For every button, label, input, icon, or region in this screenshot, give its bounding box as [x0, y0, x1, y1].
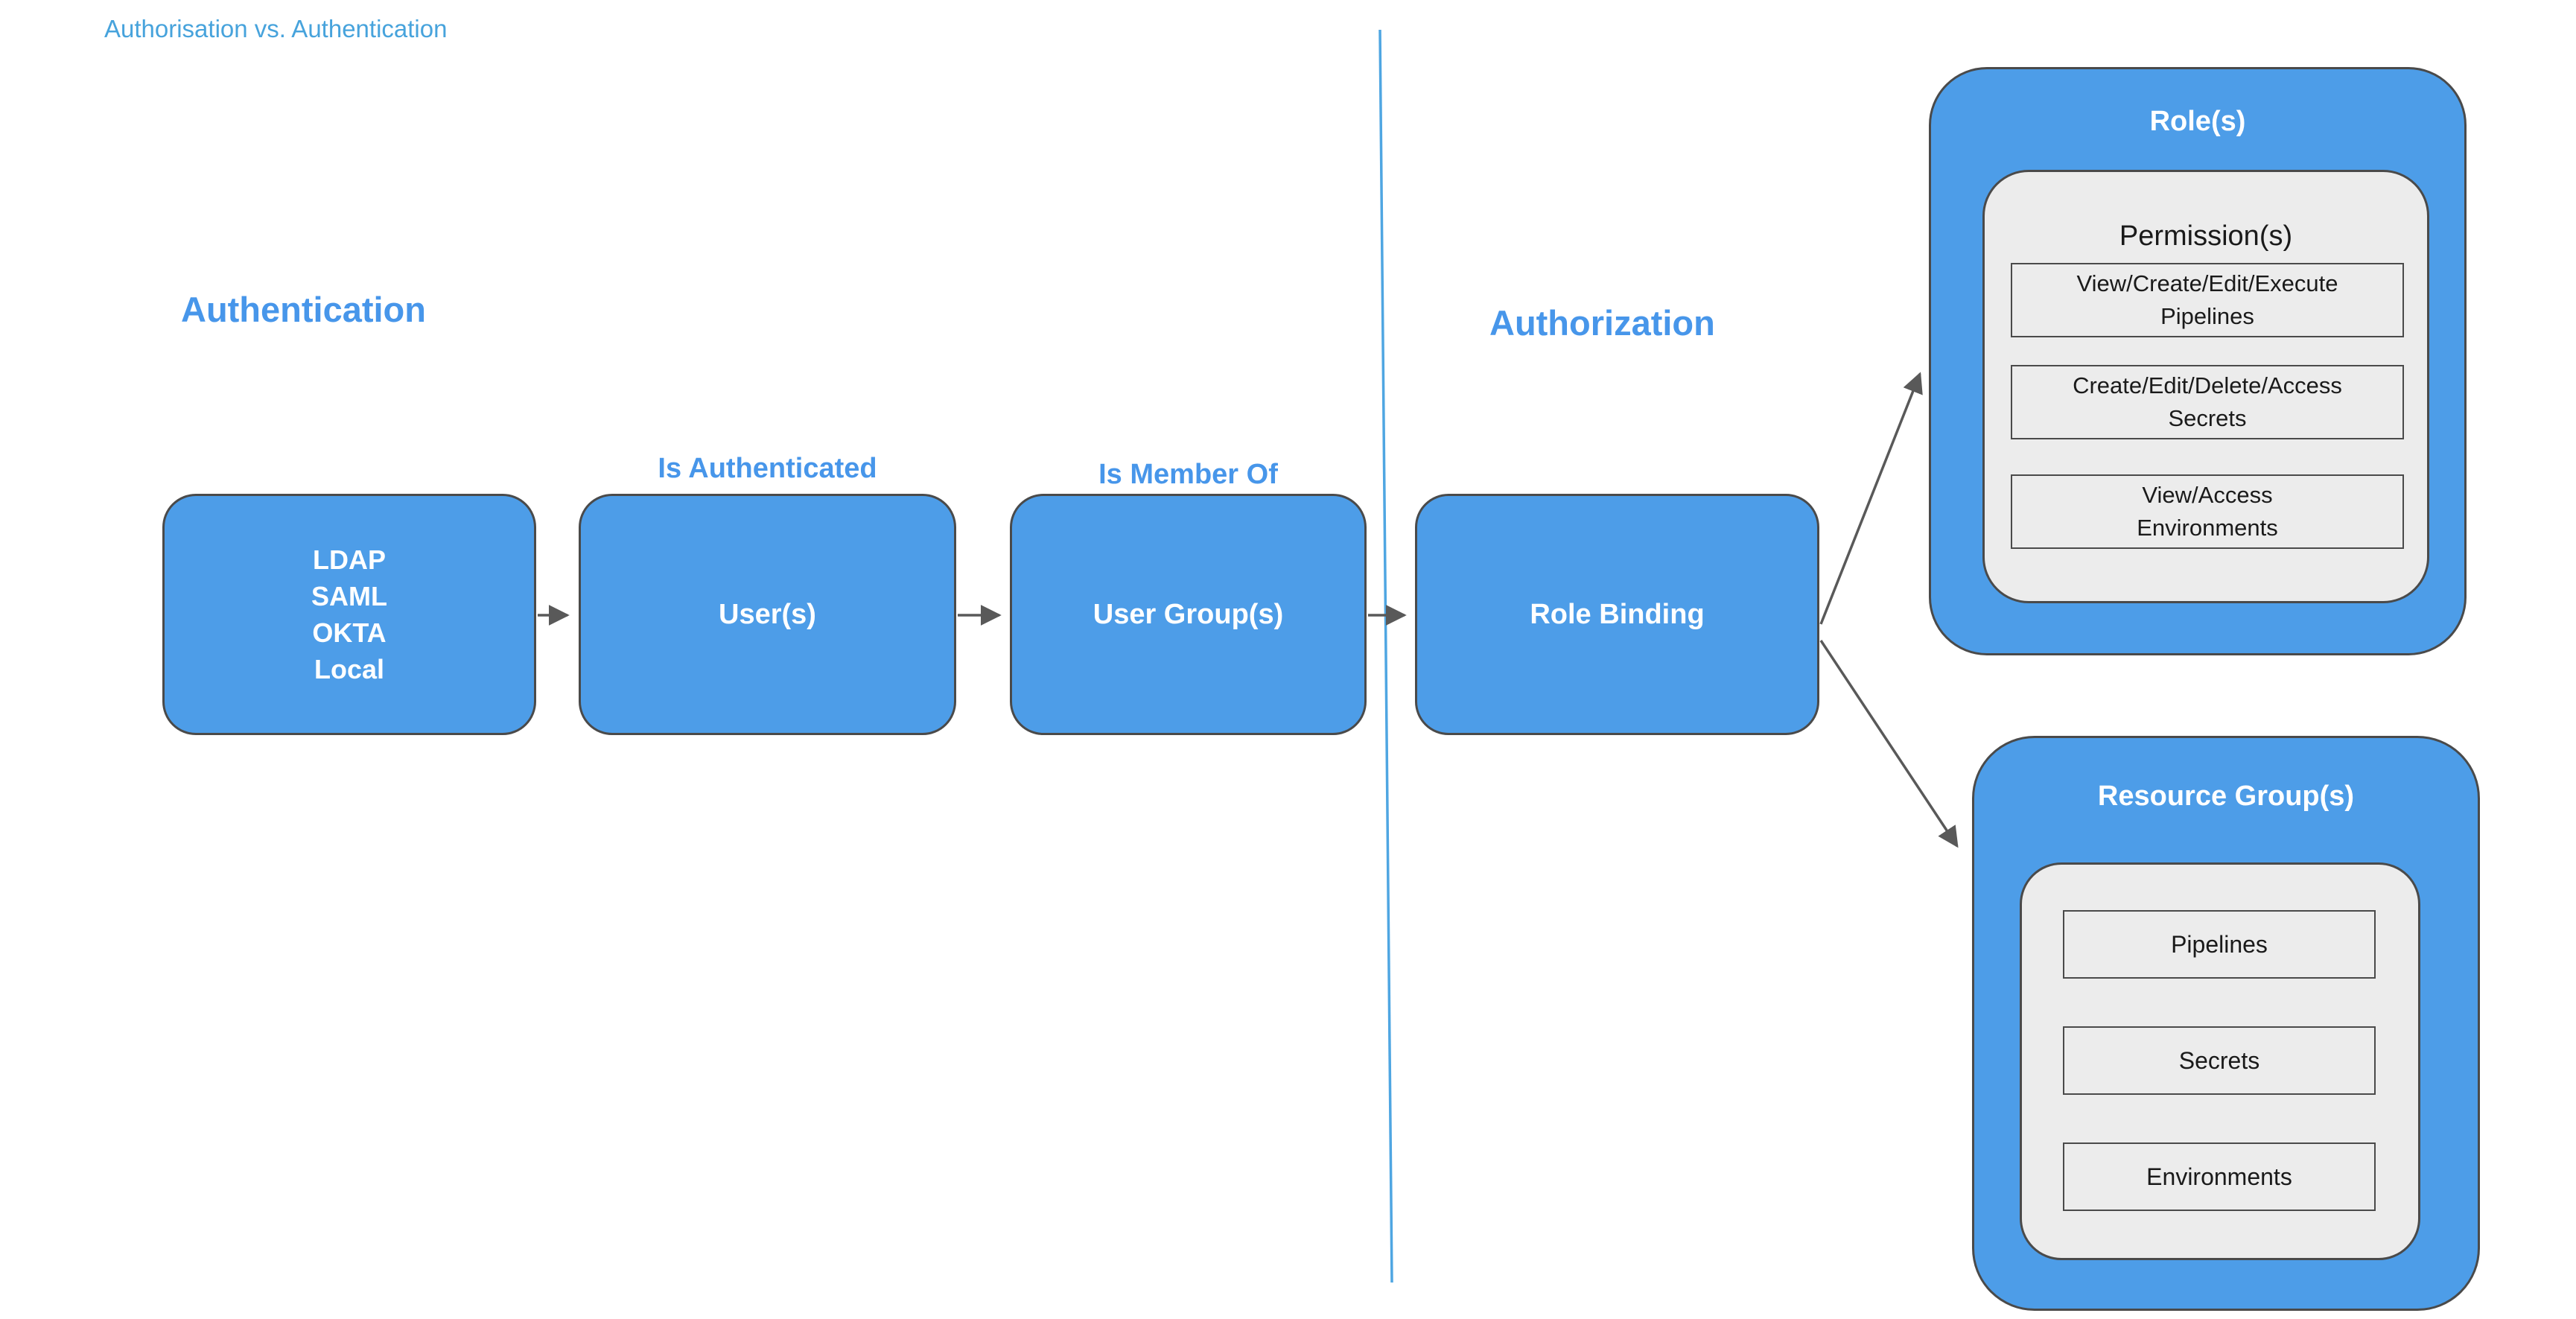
- permission-environments-line1: View/Access: [2142, 482, 2273, 508]
- permission-secrets-line1: Create/Edit/Delete/Access: [2073, 372, 2342, 398]
- resource-box-pipelines: Pipelines: [2063, 910, 2376, 979]
- node-role-binding-label: Role Binding: [1530, 598, 1705, 630]
- node-role-binding: Role Binding: [1415, 494, 1819, 735]
- permission-secrets-line2: Secrets: [2168, 405, 2247, 431]
- roles-container-title: Role(s): [2149, 106, 2246, 137]
- resource-box-environments: Environments: [2063, 1142, 2376, 1211]
- permissions-title: Permission(s): [2119, 220, 2293, 252]
- resource-environments-label: Environments: [2146, 1163, 2292, 1190]
- authorization-section-heading: Authorization: [1489, 303, 1715, 343]
- page-title: Authorisation vs. Authentication: [104, 15, 448, 42]
- identity-provider-ldap: LDAP: [313, 544, 386, 575]
- node-users-label: User(s): [719, 598, 816, 630]
- identity-provider-local: Local: [314, 654, 385, 684]
- node-user-groups-label: User Group(s): [1093, 598, 1284, 630]
- permission-pipelines-line2: Pipelines: [2160, 303, 2254, 329]
- resource-pipelines-label: Pipelines: [2171, 930, 2268, 958]
- node-user-groups: User Group(s): [1010, 494, 1367, 735]
- identity-providers-list: LDAP SAML OKTA Local: [311, 541, 387, 687]
- connector-rolebinding-to-roles: [1819, 372, 1923, 625]
- node-users: User(s): [579, 494, 956, 735]
- permission-box-secrets: Create/Edit/Delete/Access Secrets: [2011, 365, 2404, 439]
- permission-box-pipelines: View/Create/Edit/Execute Pipelines: [2011, 263, 2404, 337]
- identity-provider-saml: SAML: [311, 581, 387, 611]
- connector-rolebinding-to-resources: [1819, 640, 1959, 848]
- resource-secrets-label: Secrets: [2178, 1046, 2260, 1074]
- permission-environments-line2: Environments: [2137, 515, 2278, 541]
- section-divider-line: [1378, 29, 1393, 1283]
- permission-pipelines-line1: View/Create/Edit/Execute: [2076, 270, 2338, 296]
- resource-groups-title: Resource Group(s): [2097, 781, 2355, 812]
- permission-box-environments: View/Access Environments: [2011, 474, 2404, 549]
- edge-label-is-member-of: Is Member Of: [1098, 459, 1278, 490]
- node-identity-providers: LDAP SAML OKTA Local: [162, 494, 536, 735]
- authentication-section-heading: Authentication: [181, 290, 426, 329]
- edge-label-is-authenticated: Is Authenticated: [658, 453, 877, 484]
- identity-provider-okta: OKTA: [312, 617, 387, 648]
- resource-box-secrets: Secrets: [2063, 1026, 2376, 1095]
